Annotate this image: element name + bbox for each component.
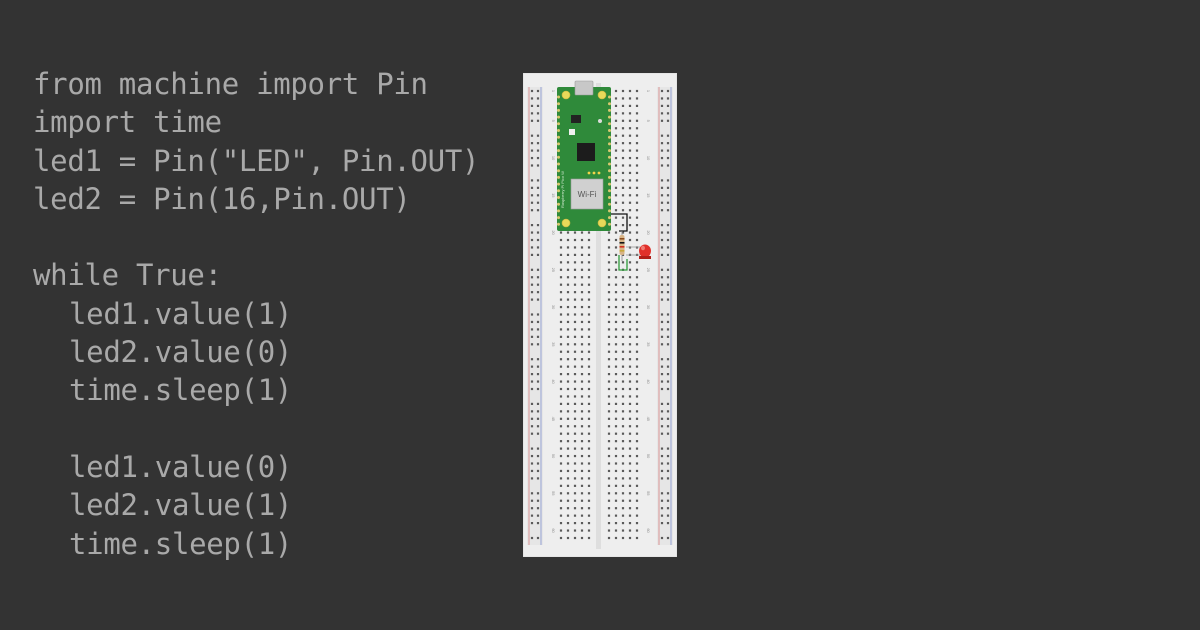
mount-hole [561, 218, 571, 228]
mount-hole [597, 218, 607, 228]
code-line: led2 = Pin(16,Pin.OUT) [33, 181, 411, 216]
code-line: from machine import Pin [33, 67, 428, 101]
wire-green [618, 255, 628, 271]
row-number-label: 15 [646, 193, 651, 198]
mount-hole [561, 90, 571, 100]
row-number-label: 55 [551, 491, 556, 496]
code-line: led2.value(0) [69, 335, 293, 370]
code-line: while True: [33, 258, 222, 293]
row-number-label: 25 [551, 268, 556, 273]
row-number-label: 1 [646, 90, 651, 93]
pico-pins [557, 95, 611, 226]
wifi-module-label: Wi-Fi [578, 190, 597, 199]
row-number-label: 10 [551, 156, 556, 161]
led-body [639, 244, 651, 258]
row-number-label: 20 [646, 230, 651, 235]
row-number-label: 60 [646, 528, 651, 533]
onboard-led [598, 119, 602, 123]
row-number-label: 45 [551, 417, 556, 422]
center-channel [596, 83, 601, 549]
usb-connector [574, 80, 594, 96]
code-line: led2.value(1) [69, 488, 293, 523]
row-number-label: 30 [646, 305, 651, 310]
row-number-label: 40 [551, 379, 556, 384]
code-line-blank [33, 410, 479, 448]
code-line: time.sleep(1) [69, 526, 293, 561]
mount-hole [597, 90, 607, 100]
row-number-label: 20 [551, 230, 556, 235]
row-number-label: 5 [646, 120, 651, 123]
code-line-blank [33, 218, 479, 256]
row-number-label: 50 [551, 454, 556, 459]
code-line: led1.value(0) [69, 449, 293, 484]
power-rail-left [527, 87, 543, 545]
led [626, 244, 651, 259]
row-number-label: 10 [646, 156, 651, 161]
pico-w-board: Wi-Fi Raspberry Pi Pico W [557, 80, 611, 231]
code-line: time.sleep(1) [69, 373, 293, 408]
flash-chip [571, 115, 581, 123]
row-number-label: 5 [551, 120, 556, 123]
row-number-label: 55 [646, 491, 651, 496]
code-line: import time [33, 105, 222, 140]
row-number-label: 1 [551, 90, 556, 93]
wire-black [611, 213, 628, 232]
pico-board-text: Raspberry Pi Pico W [560, 171, 565, 208]
code-line: led1.value(1) [69, 296, 293, 331]
row-number-label: 45 [646, 417, 651, 422]
row-number-label: 25 [646, 268, 651, 273]
code-line: led1 = Pin("LED", Pin.OUT) [33, 143, 480, 178]
bootsel-button [569, 129, 575, 135]
row-number-label: 35 [646, 342, 651, 347]
row-number-label: 50 [646, 454, 651, 459]
rp2040-chip [577, 143, 595, 161]
wifi-module [570, 178, 604, 210]
row-number-label: 60 [551, 528, 556, 533]
row-number-label: 30 [551, 305, 556, 310]
row-number-label: 40 [646, 379, 651, 384]
row-number-label: 15 [551, 193, 556, 198]
power-rail-right [657, 87, 673, 545]
row-number-label: 35 [551, 342, 556, 347]
resistor [619, 231, 625, 261]
